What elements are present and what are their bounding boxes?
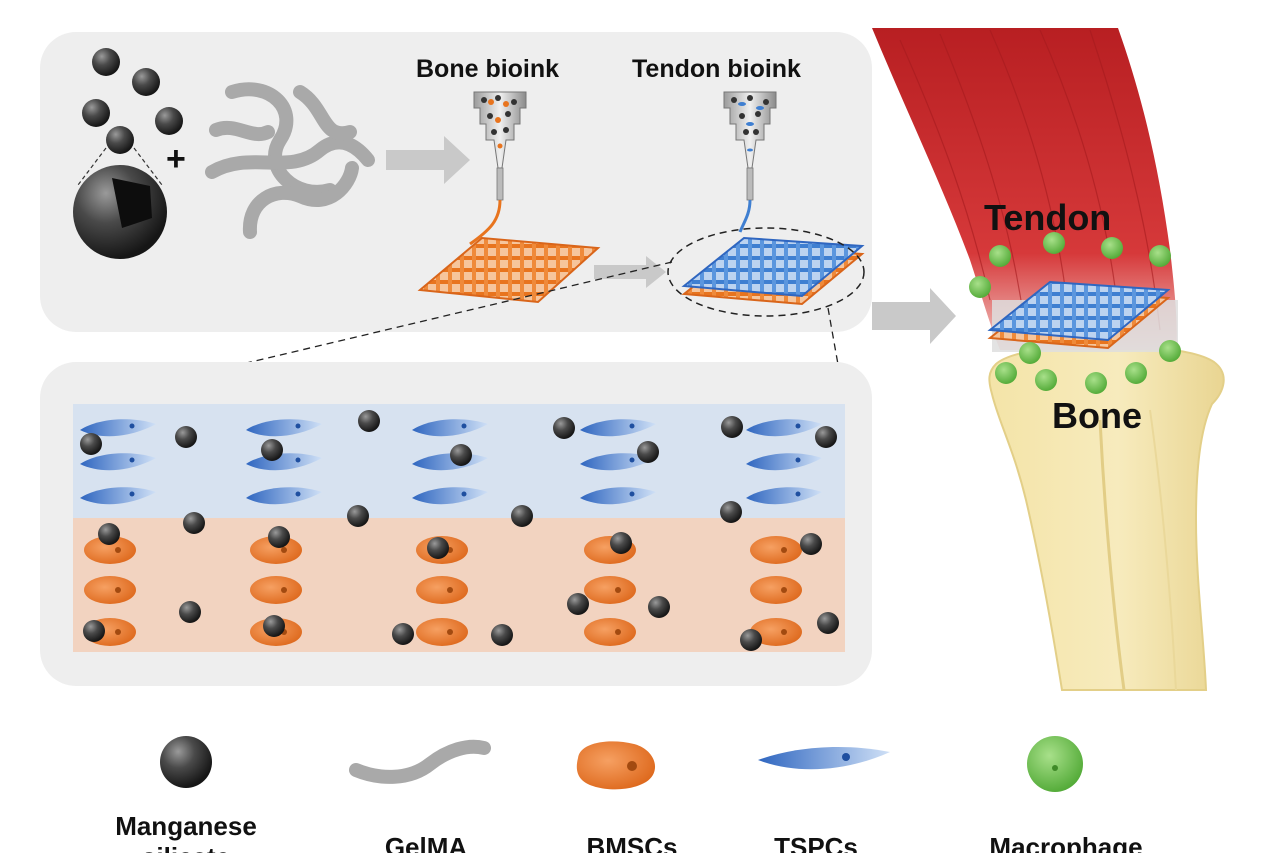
manganese-particle xyxy=(358,410,380,432)
bone-label: Bone xyxy=(1052,395,1142,436)
manganese-particle xyxy=(80,433,102,455)
tendon-bioink-label: Tendon bioink xyxy=(632,55,801,83)
zoom-cells xyxy=(80,410,839,651)
gelma-strand-icon xyxy=(349,739,491,784)
manganese-particle xyxy=(720,501,742,523)
manganese-particle xyxy=(553,417,575,439)
legend-label-gelma: GelMA xyxy=(385,832,468,853)
manganese-particle xyxy=(610,532,632,554)
manganese-particle xyxy=(268,526,290,548)
manganese-particle xyxy=(817,612,839,634)
tendon-bioink-nozzle-icon xyxy=(723,91,777,233)
bilayer-scaffold-icon xyxy=(681,236,865,306)
arrow-to-joint-icon xyxy=(872,288,956,344)
bmsc-cell xyxy=(584,576,636,604)
manganese-particle xyxy=(175,426,197,448)
tspc-cell xyxy=(246,419,322,437)
zoom-line-left xyxy=(73,261,673,405)
tspc-cell xyxy=(746,453,822,471)
plus-sign: + xyxy=(166,140,186,178)
manganese-particle xyxy=(721,416,743,438)
gelma-network-icon xyxy=(205,82,375,239)
manganese-particle xyxy=(567,593,589,615)
tspc-cell xyxy=(746,487,822,505)
arrow-to-bioink-icon xyxy=(386,136,470,184)
bmsc-cell xyxy=(416,576,468,604)
manganese-particles-cluster xyxy=(82,48,183,154)
process-panel xyxy=(40,32,872,332)
manganese-particle xyxy=(637,441,659,463)
tspc-cell xyxy=(80,453,156,471)
manganese-particle xyxy=(491,624,513,646)
tspc-cell xyxy=(80,487,156,505)
legend-label-macrophage: Macrophage xyxy=(989,832,1142,853)
tspc-cell xyxy=(80,419,156,437)
tspc-cell xyxy=(412,419,488,437)
tendon-bone-illustration xyxy=(872,28,1225,691)
arrow-scaffold-icon xyxy=(594,256,666,288)
manganese-particle-cutaway-icon xyxy=(73,147,167,259)
bmsc-cell xyxy=(250,576,302,604)
tspc-cell xyxy=(746,419,822,437)
bmsc-cell xyxy=(750,576,802,604)
zoom-ellipse xyxy=(667,227,865,317)
bmsc-cell xyxy=(750,536,802,564)
tspc-cell-icon xyxy=(758,746,890,770)
tendon-label: Tendon xyxy=(984,197,1111,238)
bmsc-cell xyxy=(84,536,136,564)
tspc-cell xyxy=(412,487,488,505)
bmsc-cell xyxy=(750,618,802,646)
manganese-particle xyxy=(648,596,670,618)
bmsc-cell-icon xyxy=(576,741,656,790)
manganese-particle xyxy=(740,629,762,651)
bone-scaffold-icon xyxy=(417,236,601,304)
manganese-particle xyxy=(261,439,283,461)
legend-label-tspcs: TSPCs xyxy=(774,832,858,853)
manganese-particle xyxy=(511,505,533,527)
macrophage-cell-icon xyxy=(1027,736,1083,792)
bmsc-cell xyxy=(416,618,468,646)
zoom-line-right xyxy=(827,307,846,405)
legend-label-silicate: silicate xyxy=(142,842,230,853)
manganese-particle xyxy=(179,601,201,623)
bmsc-cell xyxy=(250,536,302,564)
manganese-particle xyxy=(392,623,414,645)
tendon-shape xyxy=(872,28,1177,350)
bone-bioink-label: Bone bioink xyxy=(416,55,559,83)
tspc-cell xyxy=(580,419,656,437)
manganese-particle-icon xyxy=(160,736,212,788)
manganese-particle xyxy=(815,426,837,448)
legend: Manganese silicate GelMA BMSCs TSPCs Mac… xyxy=(115,736,1143,853)
macrophages-group xyxy=(969,232,1181,394)
manganese-particle xyxy=(450,444,472,466)
manganese-particle xyxy=(800,533,822,555)
legend-label-manganese: Manganese xyxy=(115,811,257,841)
manganese-particle xyxy=(347,505,369,527)
tspc-cell xyxy=(580,487,656,505)
bmsc-cell xyxy=(84,576,136,604)
tspc-cell xyxy=(246,487,322,505)
manganese-particle xyxy=(183,512,205,534)
manganese-particle xyxy=(83,620,105,642)
bmsc-cell xyxy=(584,618,636,646)
manganese-particle xyxy=(427,537,449,559)
manganese-particle xyxy=(98,523,120,545)
tspc-cell xyxy=(580,453,656,471)
manganese-particle xyxy=(263,615,285,637)
bone-bioink-nozzle-icon xyxy=(469,91,527,246)
legend-label-bmscs: BMSCs xyxy=(586,832,677,853)
